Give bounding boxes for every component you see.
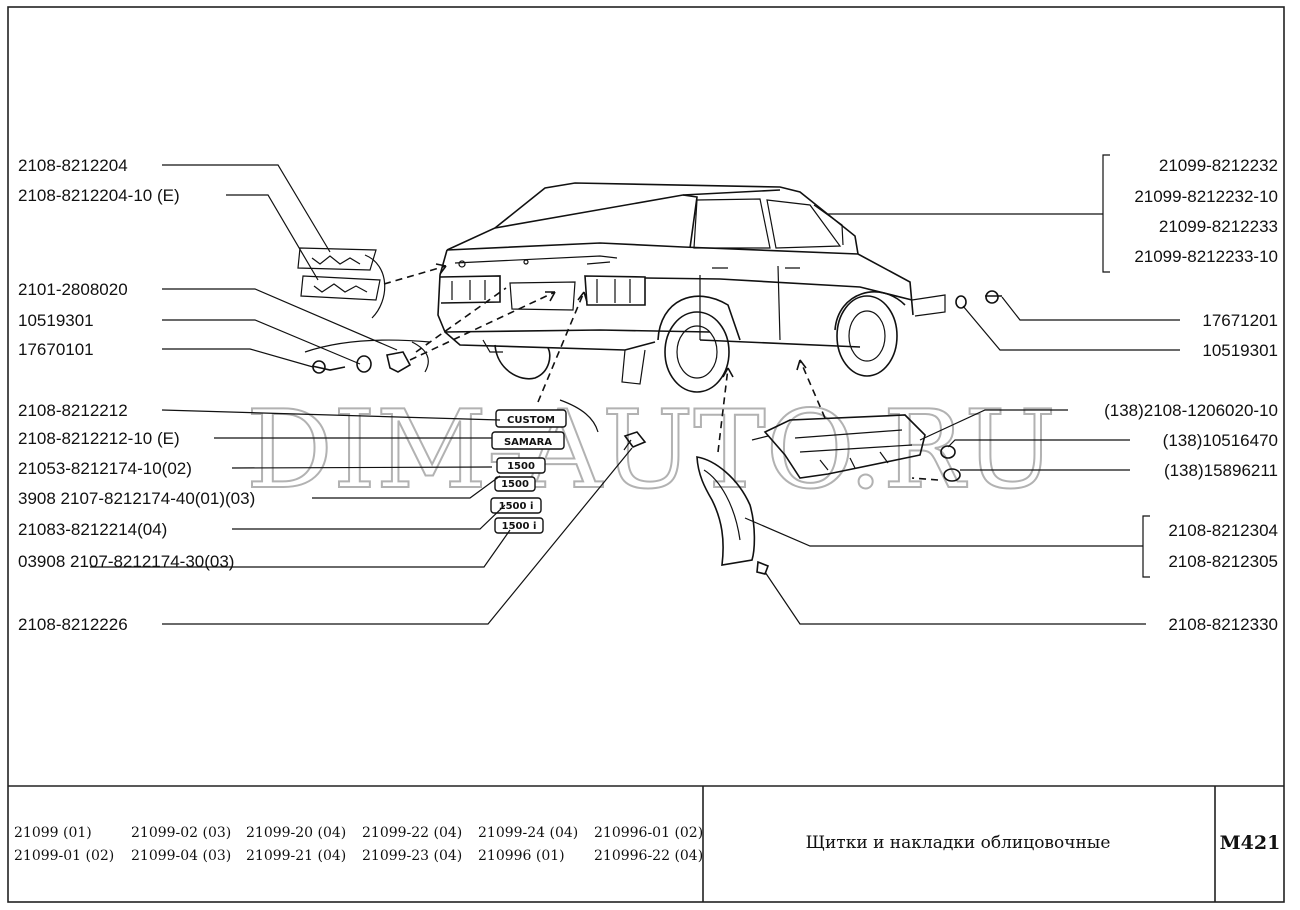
label-2108-8212204: 2108-8212204 <box>18 156 128 175</box>
fastener-cluster <box>304 339 431 374</box>
model-cell: 21099-20 (04) <box>246 825 346 841</box>
label-2108-8212330: 2108-8212330 <box>1168 615 1278 634</box>
label-2108-8212212: 2108-8212212 <box>18 401 128 420</box>
emblem-badge-text: 1500 i <box>502 521 537 532</box>
label-17670101: 17670101 <box>18 340 94 359</box>
label-21083-8212214: 21083-8212214(04) <box>18 520 167 539</box>
label-10519301-left: 10519301 <box>18 311 94 330</box>
drawing-frame <box>7 6 1285 903</box>
emblem-badge-plate <box>491 431 565 450</box>
label-138-10516470: (138)10516470 <box>1163 431 1278 450</box>
front-fastener <box>911 290 1002 317</box>
emblem-badge: 1500 i <box>494 517 544 534</box>
model-list: 21099 (01) 21099-02 (03) 21099-20 (04) 2… <box>14 825 703 864</box>
emblem-badge: CUSTOM <box>495 409 567 428</box>
model-cell: 21099-01 (02) <box>14 848 114 864</box>
emblem-badge-plate <box>494 517 544 534</box>
emblem-badge-text: 1500 <box>507 461 535 472</box>
sill-panel <box>751 414 961 482</box>
rear-badge-group <box>297 247 386 319</box>
label-2108-8212212-10: 2108-8212212-10 (E) <box>18 429 180 448</box>
label-2101-2808020: 2101-2808020 <box>18 280 128 299</box>
emblem-badge: SAMARA <box>491 431 565 450</box>
emblem-badge-text: 1500 i <box>499 501 534 512</box>
label-138-2108-1206020-10: (138)2108-1206020-10 <box>1104 401 1278 420</box>
emblem-badge-plate <box>495 409 567 428</box>
label-10519301-right: 10519301 <box>1202 341 1278 360</box>
label-2108-8212204-10: 2108-8212204-10 (E) <box>18 186 180 205</box>
label-2108-8212305: 2108-8212305 <box>1168 552 1278 571</box>
emblem-badge-plate <box>494 476 536 492</box>
label-21099-8212233-10: 21099-8212233-10 <box>1134 247 1278 266</box>
model-cell: 21099 (01) <box>14 825 92 841</box>
emblem-stack: CUSTOM SAMARA 1500 1500 1500 i 1500 i <box>490 399 647 534</box>
model-cell: 210996-01 (02) <box>594 825 703 841</box>
emblem-badge-plate <box>490 497 542 514</box>
label-03908-2107-8212174-30: 03908 2107-8212174-30(03) <box>18 552 234 571</box>
label-21053-8212174-10: 21053-8212174-10(02) <box>18 459 192 478</box>
leader-lines-left <box>90 164 633 625</box>
emblem-badge-plate <box>496 457 546 474</box>
emblem-badge: 1500 <box>494 476 536 492</box>
watermark: DIM-AUTO.RU <box>246 388 1056 513</box>
model-cell: 21099-24 (04) <box>478 825 578 841</box>
wheel-arch-trim <box>696 456 770 575</box>
emblem-badge-text: SAMARA <box>504 437 552 448</box>
assembly-arrows <box>383 263 939 481</box>
model-cell: 210996 (01) <box>478 848 565 864</box>
label-138-15896211: (138)15896211 <box>1164 461 1278 480</box>
emblem-badge: 1500 i <box>490 497 542 514</box>
sheet-title: Щитки и накладки облицовочные <box>806 833 1111 853</box>
emblem-badge-text: 1500 <box>501 479 529 490</box>
leader-lines-right <box>744 154 1180 625</box>
model-cell: 21099-23 (04) <box>362 848 462 864</box>
model-cell: 21099-02 (03) <box>131 825 231 841</box>
model-cell: 210996-22 (04) <box>594 848 703 864</box>
label-21099-8212232-10: 21099-8212232-10 <box>1134 187 1278 206</box>
label-21099-8212233: 21099-8212233 <box>1159 217 1278 236</box>
model-cell: 21099-21 (04) <box>246 848 346 864</box>
label-3908-2107-8212174-40: 3908 2107-8212174-40(01)(03) <box>18 489 255 508</box>
right-label-column: 21099-8212232 21099-8212232-10 21099-821… <box>1104 156 1278 634</box>
sheet-code: M421 <box>1220 832 1281 854</box>
label-2108-8212304: 2108-8212304 <box>1168 521 1278 540</box>
left-label-column: 2108-8212204 2108-8212204-10 (E) 2101-28… <box>18 156 255 634</box>
label-21099-8212232: 21099-8212232 <box>1159 156 1278 175</box>
model-cell: 21099-04 (03) <box>131 848 231 864</box>
label-17671201: 17671201 <box>1202 311 1278 330</box>
emblem-badge-text: CUSTOM <box>507 415 555 426</box>
car-illustration <box>437 182 914 393</box>
emblem-badge: 1500 <box>496 457 546 474</box>
model-cell: 21099-22 (04) <box>362 825 462 841</box>
label-2108-8212226: 2108-8212226 <box>18 615 128 634</box>
